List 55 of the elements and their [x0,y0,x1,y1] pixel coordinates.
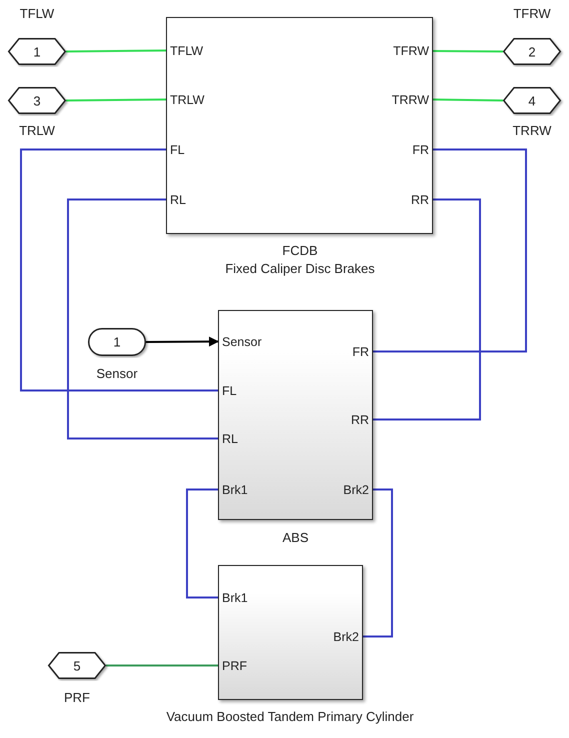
subsystem-block [218,565,363,700]
subsystem-block [218,310,373,520]
port-label: TFLW [167,42,206,58]
port-label: TRLW [167,92,208,108]
block-caption: Vacuum Boosted Tandem Primary Cylinder [165,708,415,726]
subsystem-block [166,17,433,234]
port-number: 2 [528,44,536,59]
signal-arrow [146,336,219,347]
block-caption: PRF [63,689,91,707]
block-caption: TFRW [512,5,552,23]
block-caption: ABS [281,529,310,547]
port-number: 1 [113,334,121,350]
connection-line [66,98,168,102]
port-label: FL [219,382,240,398]
port-label: FR [349,344,372,360]
port-number: 3 [33,93,41,108]
connection-line [67,198,219,440]
port-label: RR [348,412,372,428]
port-label: Brk2 [340,482,372,498]
goto-tag [48,652,106,679]
connection-line [66,50,168,52]
port-label: RL [219,430,241,446]
port-label: RR [408,192,432,208]
connection-line [372,198,481,420]
port-number: 4 [528,93,536,108]
connection-line [186,488,219,598]
port-label: Brk1 [219,590,251,606]
goto-tag [503,87,561,114]
connection-line [20,148,219,392]
connection-line [106,664,219,666]
port-label: Brk1 [219,482,251,498]
port-number: 1 [33,44,41,59]
block-caption: Fixed Caliper Disc Brakes [224,260,376,278]
port-label: TRRW [388,92,432,108]
block-caption: Sensor [95,365,139,383]
port-label: Brk2 [330,628,362,644]
connection-line [432,50,503,52]
block-caption: TFLW [18,5,56,23]
goto-tag [8,38,66,65]
connection-line [372,148,527,352]
inport-block [88,328,146,356]
goto-tag [8,87,66,114]
port-label: Sensor [219,334,265,350]
block-caption: FCDB [281,242,319,260]
connection-line [432,98,504,102]
block-caption: TRRW [512,122,552,140]
goto-tag [503,38,561,65]
port-number: 5 [73,658,81,673]
connection-line [362,488,393,638]
port-label: FR [409,142,432,158]
port-label: TFRW [390,43,432,59]
port-label: RL [167,192,189,208]
port-label: FL [167,142,188,158]
port-label: PRF [219,658,250,674]
block-caption: TRLW [18,122,56,140]
